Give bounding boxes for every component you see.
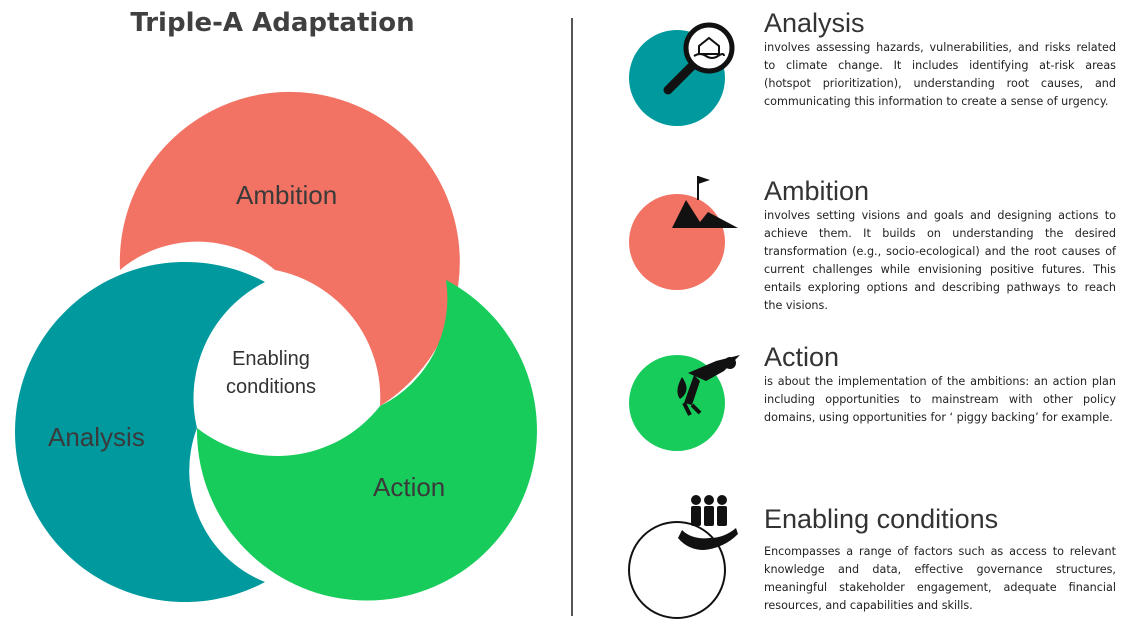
superhero-icon <box>629 355 740 451</box>
legend-item-analysis: Analysis involves assessing hazards, vul… <box>620 6 1120 136</box>
ambition-shape <box>119 91 460 406</box>
action-shape <box>196 280 537 601</box>
vertical-divider <box>571 18 573 616</box>
analysis-shape <box>14 261 265 602</box>
venn-label-action: Action <box>373 472 446 502</box>
venn-label-analysis: Analysis <box>48 422 145 452</box>
analysis-description: involves assessing hazards, vulnerabilit… <box>764 41 1116 108</box>
venn-label-enabling-conditions: Enabling conditions <box>196 345 346 401</box>
legend-item-ambition: Ambition involves setting visions and go… <box>620 170 1120 320</box>
magnifier-house-icon <box>629 22 735 126</box>
mountain-flag-icon <box>629 176 738 290</box>
venn-label-ambition: Ambition <box>236 180 338 210</box>
enabling-conditions-title: Enabling conditions <box>764 504 999 534</box>
diagram-title: Triple-A Adaptation <box>130 8 415 38</box>
enabling-conditions-description: Encompasses a range of factors such as a… <box>764 545 1116 612</box>
legend-item-enabling-conditions: Enabling conditions Encompasses a range … <box>620 490 1120 619</box>
ambition-title: Ambition <box>764 176 870 206</box>
center-label-line1: Enabling <box>232 348 310 370</box>
action-description: is about the implementation of the ambit… <box>764 375 1116 424</box>
hand-people-icon <box>628 495 738 619</box>
analysis-title: Analysis <box>764 8 865 38</box>
center-label-line2: conditions <box>225 376 317 398</box>
ambition-description: involves setting visions and goals and d… <box>764 209 1116 312</box>
legend-item-action: Action is about the implementation of th… <box>620 341 1120 461</box>
triple-a-venn-diagram <box>14 91 537 602</box>
action-title: Action <box>764 342 840 372</box>
